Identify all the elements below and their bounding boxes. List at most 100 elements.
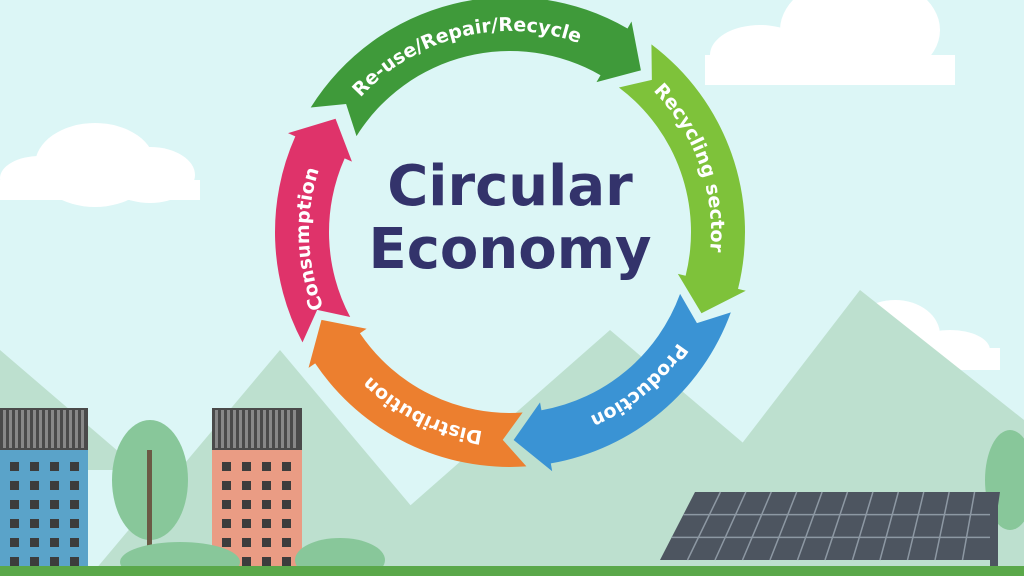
cycle-step-consumption: Consumption — [275, 118, 352, 343]
arrow-shape — [308, 319, 527, 468]
roof-slat — [269, 410, 272, 448]
arrow-shape — [618, 44, 746, 314]
window — [50, 519, 59, 528]
window — [10, 538, 19, 547]
panel-line — [934, 491, 950, 561]
window — [30, 519, 39, 528]
window — [262, 557, 271, 566]
window — [70, 462, 79, 471]
window — [50, 557, 59, 566]
arrow-shape — [513, 293, 731, 472]
roof-slat — [251, 410, 254, 448]
window — [242, 519, 251, 528]
window — [10, 462, 19, 471]
roof-slat — [287, 410, 290, 448]
roof-slat — [245, 410, 248, 448]
window — [70, 481, 79, 490]
panel-line — [769, 491, 798, 561]
roof-slat — [215, 410, 218, 448]
window — [282, 500, 291, 509]
window — [30, 557, 39, 566]
roof-slat — [281, 410, 284, 448]
roof-slat — [263, 410, 266, 448]
panel-line — [961, 491, 976, 561]
window — [10, 500, 19, 509]
roof-slat — [45, 410, 48, 448]
window — [262, 519, 271, 528]
window — [30, 500, 39, 509]
window — [70, 538, 79, 547]
roof-slat — [69, 410, 72, 448]
window — [262, 462, 271, 471]
roof-slat — [39, 410, 42, 448]
solar-panel — [660, 491, 1000, 572]
ground — [0, 566, 1024, 576]
window — [30, 538, 39, 547]
tree — [112, 420, 188, 565]
window — [262, 481, 271, 490]
roof-slat — [9, 410, 12, 448]
window — [282, 481, 291, 490]
roof-slat — [57, 410, 60, 448]
window — [70, 557, 79, 566]
window — [50, 481, 59, 490]
cloud-left — [0, 123, 200, 207]
roof-slat — [233, 410, 236, 448]
cloud-top-right — [705, 0, 955, 85]
window — [262, 538, 271, 547]
panel-line — [714, 491, 747, 561]
window — [282, 519, 291, 528]
roof-slat — [293, 410, 296, 448]
roof-slat — [63, 410, 66, 448]
roof-slat — [21, 410, 24, 448]
cycle-step-re-use-repair-recycle: Re-use/Repair/Recycle — [310, 0, 641, 137]
window — [10, 557, 19, 566]
window — [222, 462, 231, 471]
window — [242, 538, 251, 547]
roof-slat — [81, 410, 84, 448]
window — [242, 462, 251, 471]
window — [70, 519, 79, 528]
arrow-shape — [310, 0, 641, 137]
window — [282, 538, 291, 547]
window — [222, 538, 231, 547]
roof-slat — [15, 410, 18, 448]
window — [282, 462, 291, 471]
panel-line — [906, 491, 925, 561]
window — [50, 538, 59, 547]
panel-line — [686, 491, 722, 561]
building-blue — [0, 408, 88, 576]
window — [70, 500, 79, 509]
window — [50, 500, 59, 509]
panel-line — [741, 491, 772, 561]
panel-line — [824, 491, 849, 561]
window — [262, 500, 271, 509]
roof-slat — [227, 410, 230, 448]
roof-slat — [27, 410, 30, 448]
window — [242, 500, 251, 509]
window — [282, 557, 291, 566]
window — [10, 519, 19, 528]
title-line-2: Economy — [368, 217, 651, 282]
roof-slat — [33, 410, 36, 448]
window — [242, 557, 251, 566]
roof-slat — [239, 410, 242, 448]
roof-slat — [221, 410, 224, 448]
window — [30, 462, 39, 471]
roof-slat — [3, 410, 6, 448]
panel-line — [796, 491, 823, 561]
panel-line — [879, 491, 900, 561]
title-line-1: Circular — [387, 154, 633, 219]
window — [222, 500, 231, 509]
window — [222, 481, 231, 490]
roof-slat — [75, 410, 78, 448]
window — [10, 481, 19, 490]
window — [30, 481, 39, 490]
window — [50, 462, 59, 471]
arrow-shape — [275, 118, 352, 343]
window — [222, 519, 231, 528]
building-pink — [212, 408, 302, 576]
roof-slat — [275, 410, 278, 448]
